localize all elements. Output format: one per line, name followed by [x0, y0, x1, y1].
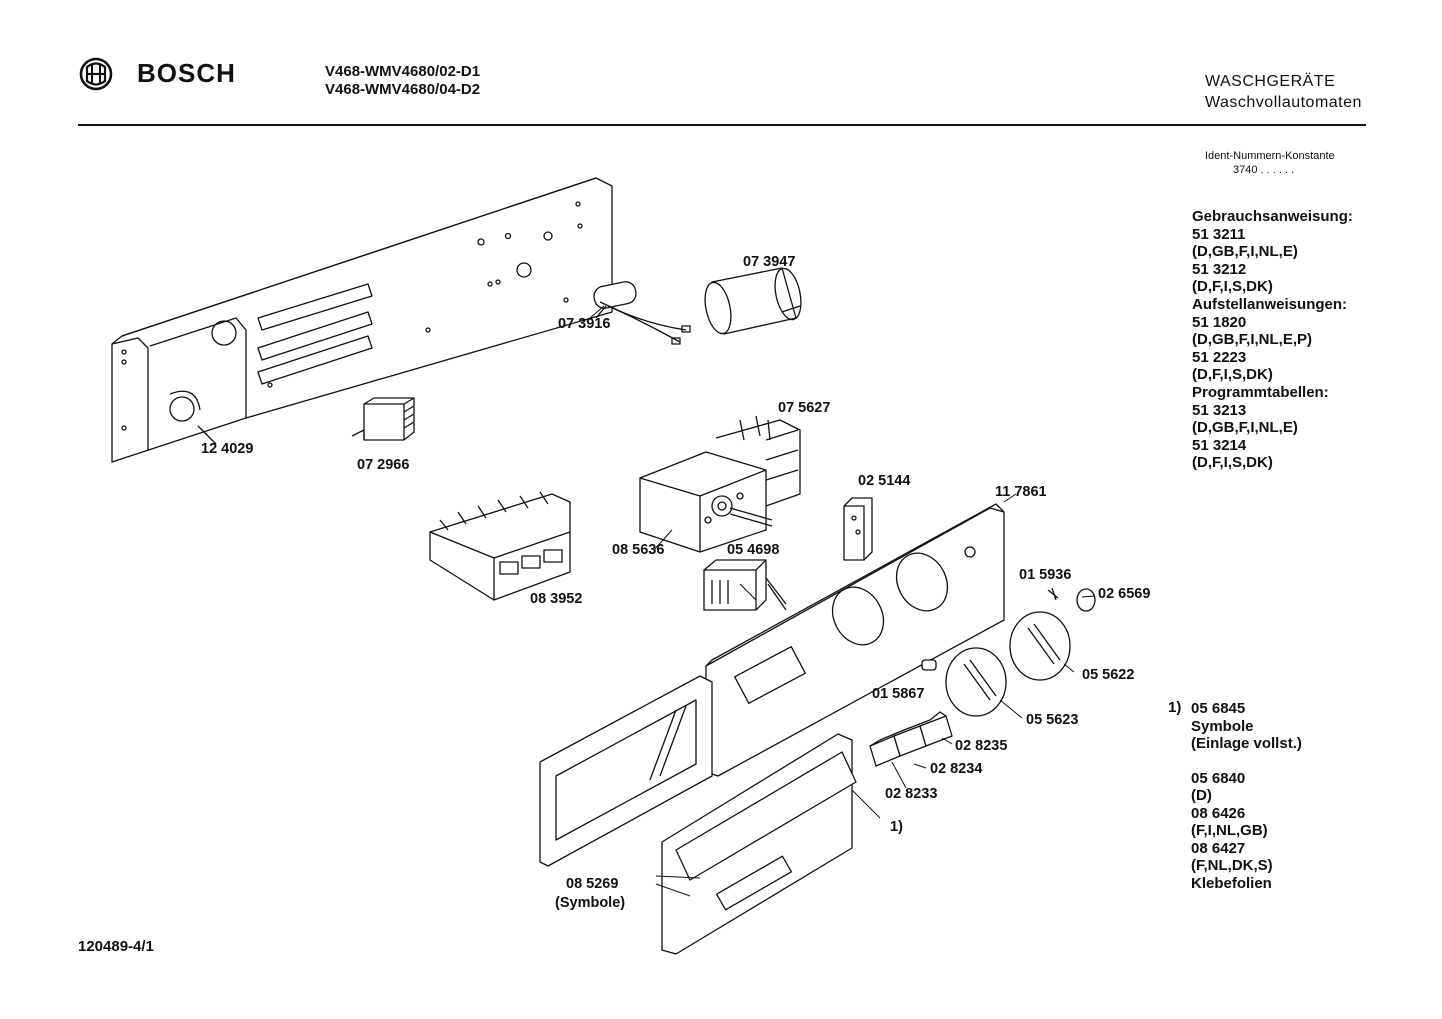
part-label-075627: 07 5627: [778, 400, 831, 416]
part-label-085636: 08 5636: [612, 542, 665, 558]
capacitor-large-drawing: [701, 266, 805, 336]
note-2-number: 05 6840: [1191, 769, 1246, 787]
rear-panel-drawing: [112, 178, 612, 462]
connector-plug-drawing: [844, 498, 872, 560]
knob-055622-drawing: [1010, 612, 1070, 680]
part-label-073916: 07 3916: [558, 316, 611, 332]
bosch-logo-icon: [79, 57, 113, 91]
doc-aufstell-2-lang: (D,F,I,S,DK): [1192, 366, 1273, 384]
category-subtitle: Waschvollautomaten: [1205, 94, 1362, 111]
doc-programm-1-num: 51 3213: [1192, 401, 1247, 419]
doc-aufstell-1-lang: (D,GB,F,I,NL,E,P): [1192, 331, 1312, 349]
doc-aufstell-title: Aufstellanweisungen:: [1192, 295, 1348, 313]
switch-block-drawing: [430, 492, 570, 600]
doc-aufstell-1-num: 51 1820: [1192, 313, 1247, 331]
model-number-1: V468-WMV4680/02-D1: [325, 63, 481, 80]
doc-gebrauch-1-lang: (D,GB,F,I,NL,E): [1192, 243, 1298, 261]
doc-list: Gebrauchsanweisung: 51 3211 (D,GB,F,I,NL…: [1192, 208, 1353, 472]
note-1-number: 05 6845: [1191, 700, 1246, 717]
ident-label: Ident-Nummern-Konstante: [1205, 150, 1335, 162]
note-2-lang: (D): [1191, 787, 1212, 804]
note-3-number: 08 6426: [1191, 804, 1246, 822]
doc-gebrauch-2-num: 51 3212: [1192, 260, 1247, 278]
doc-programm-2-lang: (D,F,I,S,DK): [1192, 454, 1273, 472]
clip-drawing: [922, 660, 936, 670]
doc-gebrauch-title: Gebrauchsanweisung:: [1192, 208, 1353, 225]
program-timer-drawing: [640, 416, 800, 552]
doc-programm-2-num: 51 3214: [1192, 436, 1247, 454]
note-footer: Klebefolien: [1191, 874, 1272, 892]
part-label-085269: 08 5269: [566, 876, 619, 892]
part-label-028234: 02 8234: [930, 761, 983, 777]
part-label-ref-1: 1): [890, 819, 903, 835]
front-bezel-drawing: [662, 734, 856, 954]
part-label-055622: 05 5622: [1082, 667, 1135, 683]
control-panel-drawing: [540, 504, 1004, 866]
part-label-028235: 02 8235: [955, 738, 1008, 754]
filter-block-drawing: [352, 398, 414, 440]
part-label-072966: 07 2966: [357, 457, 410, 473]
drawing-number: 120489-4/1: [78, 938, 154, 955]
ident-value: 3740 . . . . . .: [1233, 164, 1295, 176]
header-rule: [78, 124, 1366, 126]
leader-lines: [590, 306, 1094, 896]
doc-programm-1-lang: (D,GB,F,I,NL,E): [1192, 419, 1298, 437]
footnote-list: 05 6845 Symbole (Einlage vollst.) 05 684…: [1191, 700, 1302, 892]
part-label-026569: 02 6569: [1098, 586, 1151, 602]
doc-gebrauch-2-lang: (D,F,I,S,DK): [1192, 278, 1273, 296]
push-buttons-drawing: [870, 712, 952, 766]
doc-aufstell-2-num: 51 2223: [1192, 348, 1247, 366]
part-label-055623: 05 5623: [1026, 712, 1079, 728]
note-3-lang: (F,I,NL,GB): [1191, 822, 1268, 839]
brand-name: BOSCH: [137, 58, 236, 88]
note-1-line-2: (Einlage vollst.): [1191, 735, 1302, 752]
part-label-085269-note: (Symbole): [555, 895, 626, 911]
capacitor-small-drawing: [592, 280, 690, 344]
part-label-015936: 01 5936: [1019, 567, 1072, 583]
note-1-line-1: Symbole: [1191, 717, 1254, 735]
part-label-117861: 11 7861: [995, 484, 1047, 500]
part-label-015867: 01 5867: [872, 686, 925, 702]
part-label-028233: 02 8233: [885, 786, 938, 802]
part-label-054698: 05 4698: [727, 542, 780, 558]
part-label-083952: 08 3952: [530, 591, 583, 607]
part-label-025144: 02 5144: [858, 473, 911, 489]
selector-switch-drawing: [704, 560, 786, 610]
part-label-124029: 12 4029: [201, 441, 254, 457]
knob-cap-drawing: [1077, 589, 1095, 611]
part-label-073947: 07 3947: [743, 254, 796, 270]
knob-055623-drawing: [946, 648, 1006, 716]
note-4-number: 08 6427: [1191, 839, 1246, 857]
category-title: WASCHGERÄTE: [1205, 73, 1336, 90]
doc-programm-title: Programmtabellen:: [1192, 383, 1329, 401]
doc-gebrauch-1-num: 51 3211: [1192, 225, 1246, 243]
note-4-lang: (F,NL,DK,S): [1191, 857, 1273, 874]
screw-drawing: [1048, 588, 1058, 600]
footnote-marker: 1): [1168, 699, 1182, 716]
model-number-2: V468-WMV4680/04-D2: [325, 81, 481, 98]
